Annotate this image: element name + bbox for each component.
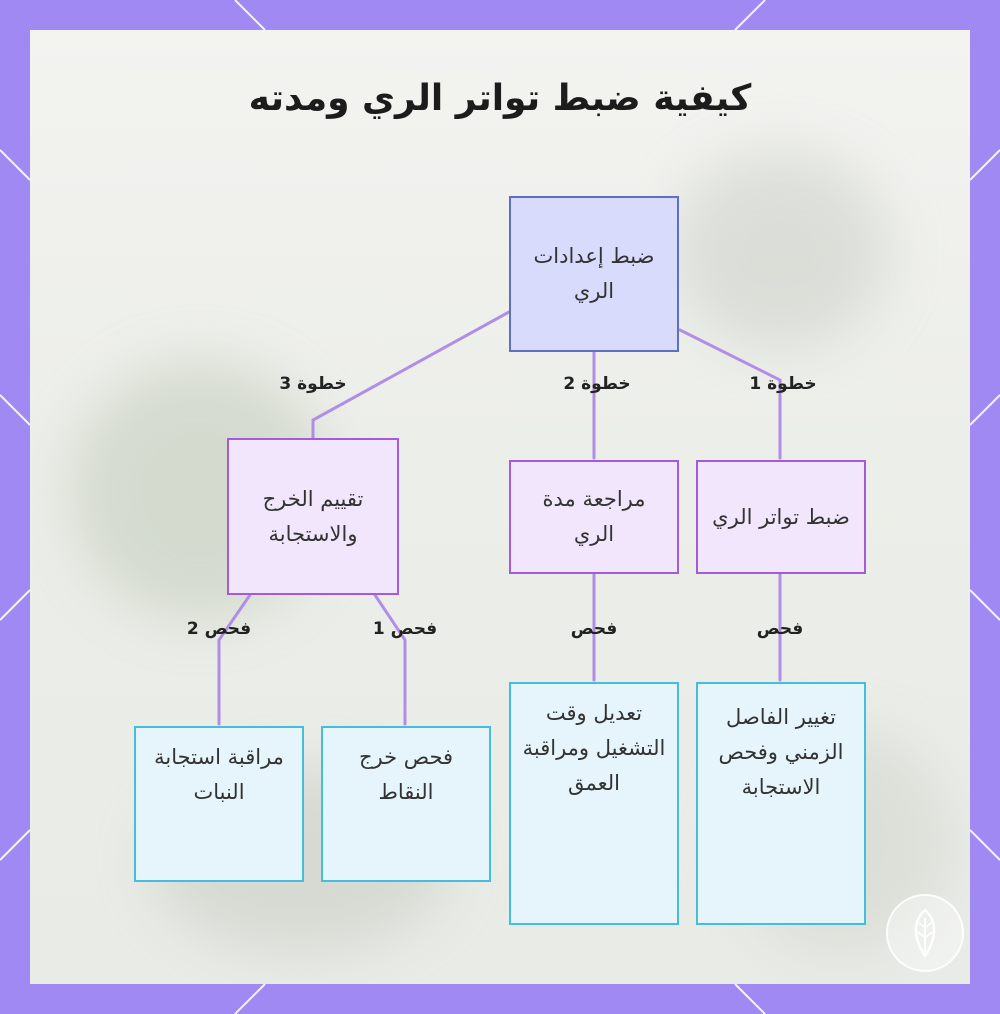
edge-label-check-middle: فحص xyxy=(570,619,618,639)
step1-node: ضبط تواتر الري xyxy=(696,460,866,574)
edge-label-step3: خطوة 3 xyxy=(279,374,347,394)
leaf1-node-label: تغيير الفاصل الزمني وفحص الاستجابة xyxy=(718,705,844,799)
step1-node-label: ضبط تواتر الري xyxy=(712,504,850,529)
leaf4-node: مراقبة استجابة النبات xyxy=(134,726,304,882)
step3-node: تقييم الخرج والاستجابة xyxy=(227,438,399,595)
leaf3-node-label: فحص خرج النقاط xyxy=(358,745,454,804)
leaf2-node-label: تعديل وقت التشغيل ومراقبة العمق xyxy=(522,701,666,795)
leaf3-node: فحص خرج النقاط xyxy=(321,726,491,882)
root-node-label: ضبط إعدادات الري xyxy=(533,244,655,303)
leaf1-node: تغيير الفاصل الزمني وفحص الاستجابة xyxy=(696,682,866,925)
step2-node: مراجعة مدة الري xyxy=(509,460,679,574)
step2-node-label: مراجعة مدة الري xyxy=(542,487,646,546)
leaf2-node: تعديل وقت التشغيل ومراقبة العمق xyxy=(509,682,679,925)
step3-node-label: تقييم الخرج والاستجابة xyxy=(262,486,364,546)
diagram-title: كيفية ضبط تواتر الري ومدته xyxy=(248,78,752,119)
leaf4-node-label: مراقبة استجابة النبات xyxy=(154,745,284,804)
root-node: ضبط إعدادات الري xyxy=(509,196,679,352)
edge-label-step2: خطوة 2 xyxy=(563,374,631,394)
edge-label-step1: خطوة 1 xyxy=(749,374,817,394)
edge-label-check2: فحص 2 xyxy=(186,619,252,639)
edge-label-check1: فحص 1 xyxy=(372,619,438,639)
leaf-emblem-icon xyxy=(886,894,964,972)
edge-label-check-right: فحص xyxy=(756,619,804,639)
